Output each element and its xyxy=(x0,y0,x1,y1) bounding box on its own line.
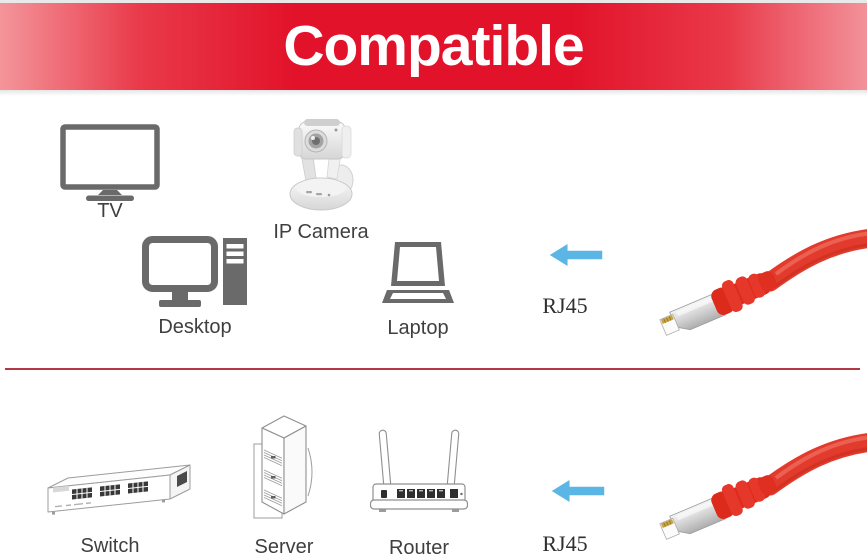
left-arrow-icon xyxy=(547,244,605,266)
tv-label: TV xyxy=(97,200,123,222)
red-cable-top-icon xyxy=(632,226,867,352)
laptop-label: Laptop xyxy=(387,317,449,339)
ip-camera-icon xyxy=(286,118,358,214)
router-label: Router xyxy=(388,537,450,558)
banner: Compatible xyxy=(0,3,867,90)
switch-icon xyxy=(38,458,198,522)
banner-shadow xyxy=(0,90,867,96)
router-icon xyxy=(370,427,468,522)
banner-title: Compatible xyxy=(283,14,584,78)
red-cable-bottom-icon xyxy=(632,430,867,556)
top-border-strip xyxy=(0,0,867,3)
laptop-icon xyxy=(382,242,454,306)
rj45-label-bottom: RJ45 xyxy=(542,531,588,556)
server-icon xyxy=(252,412,316,524)
desktop-label: Desktop xyxy=(158,316,232,338)
left-arrow-icon-bottom xyxy=(549,480,607,502)
ip-camera-label: IP Camera xyxy=(273,221,369,243)
section-divider xyxy=(5,368,860,370)
desktop-icon xyxy=(142,236,248,309)
rj45-label-top: RJ45 xyxy=(542,293,588,318)
tv-icon xyxy=(60,124,160,204)
switch-label: Switch xyxy=(80,535,140,557)
server-label: Server xyxy=(254,536,314,558)
